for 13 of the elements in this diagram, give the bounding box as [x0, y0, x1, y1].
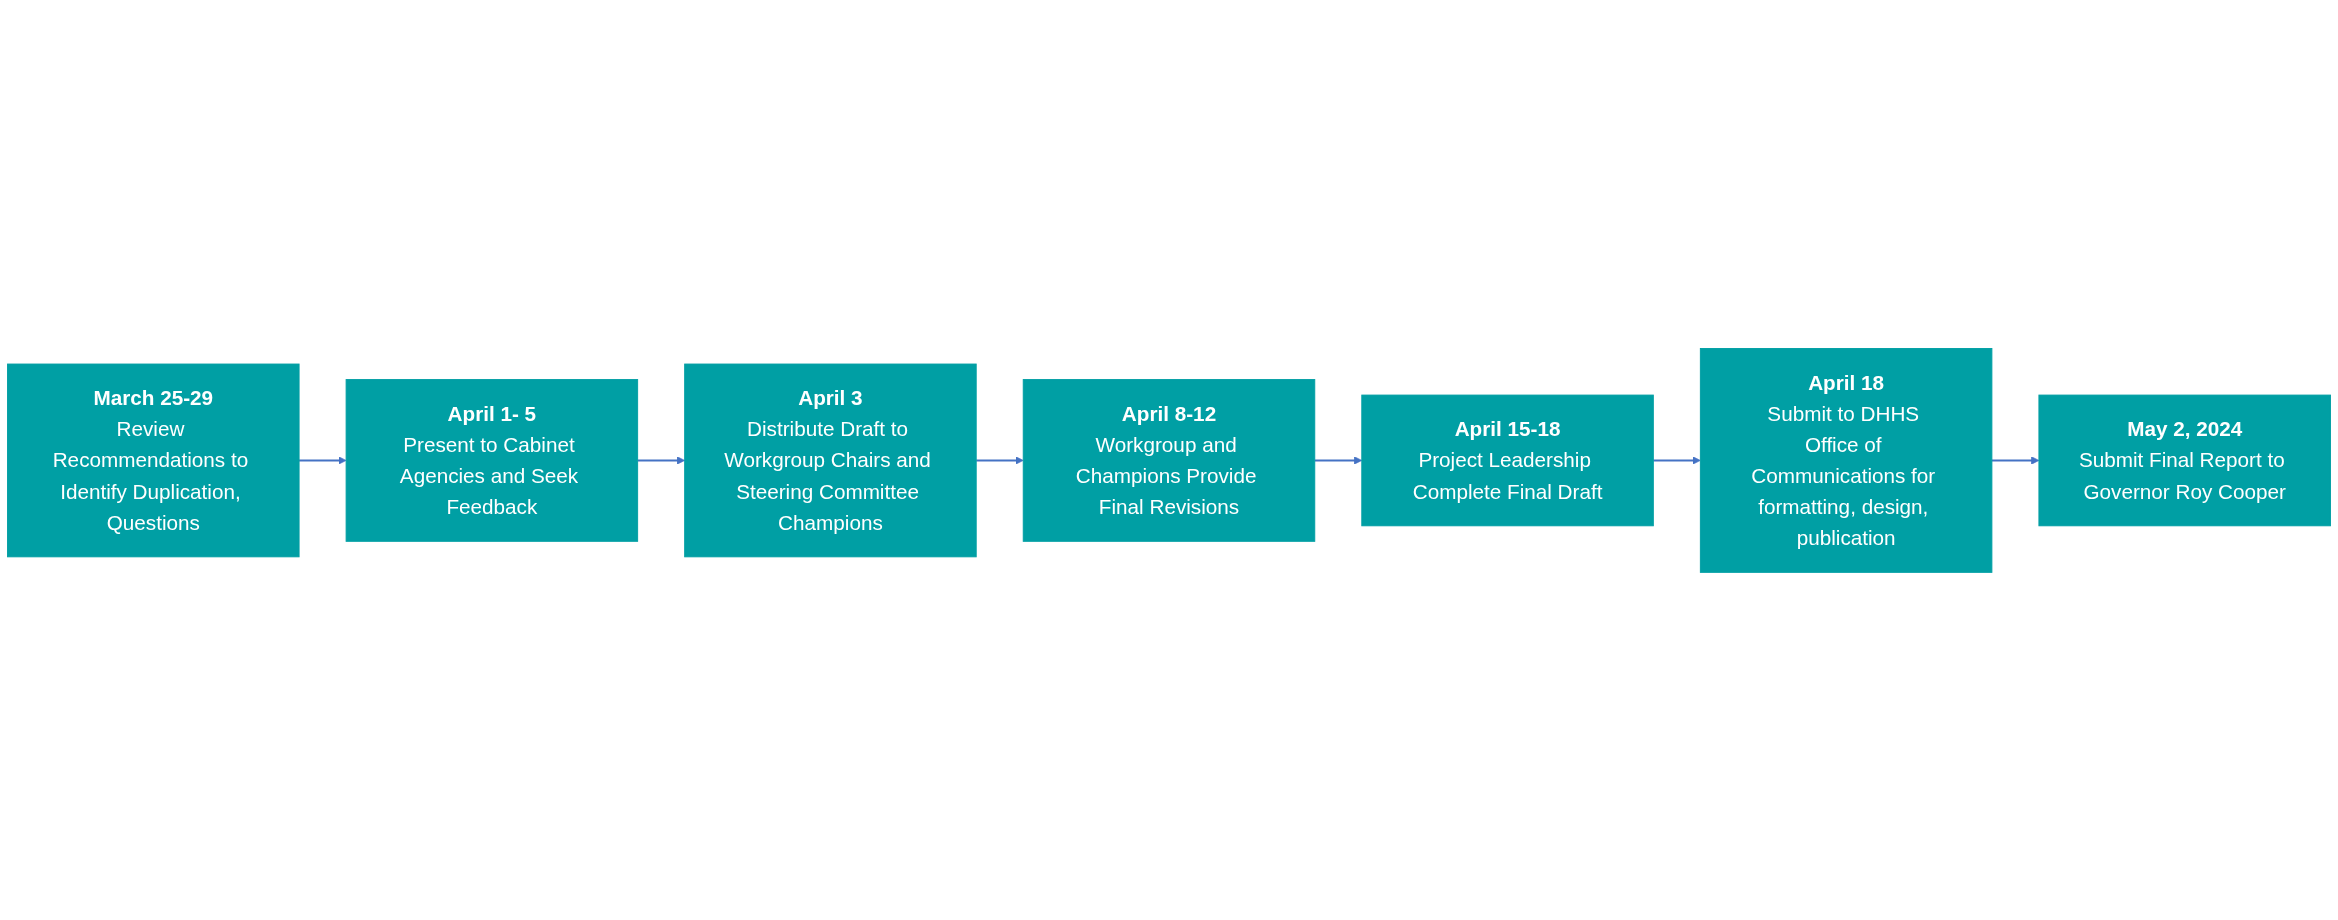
node-box: May 2, 2024 Submit Final Report to Governor Roy Cooper [2038, 394, 2331, 526]
arrow [636, 455, 686, 465]
arrow [1313, 455, 1363, 465]
node-box: April 3 Distribute Draft to Workgroup Chairs and Steering Committee Champions [684, 363, 977, 557]
arrow [1990, 455, 2040, 465]
node-box: April 1- 5 Present to Cabinet Agencies and Seek Feedback [345, 378, 639, 542]
node-box: April 15-18 Project Leadership Complete Final Draft [1361, 394, 1654, 526]
node-box: April 8-12 Workgroup and Champions Provide Final Revisions [1022, 378, 1316, 542]
arrow [1652, 455, 1701, 465]
node-box: March 25-29 Review Recommendations to Identify Duplication, Questions [7, 363, 300, 557]
arrow [298, 455, 347, 465]
arrow [975, 455, 1024, 465]
node-box: April 18 Submit to DHHS Office of Communications for formatting, design, publication [1699, 347, 1993, 573]
